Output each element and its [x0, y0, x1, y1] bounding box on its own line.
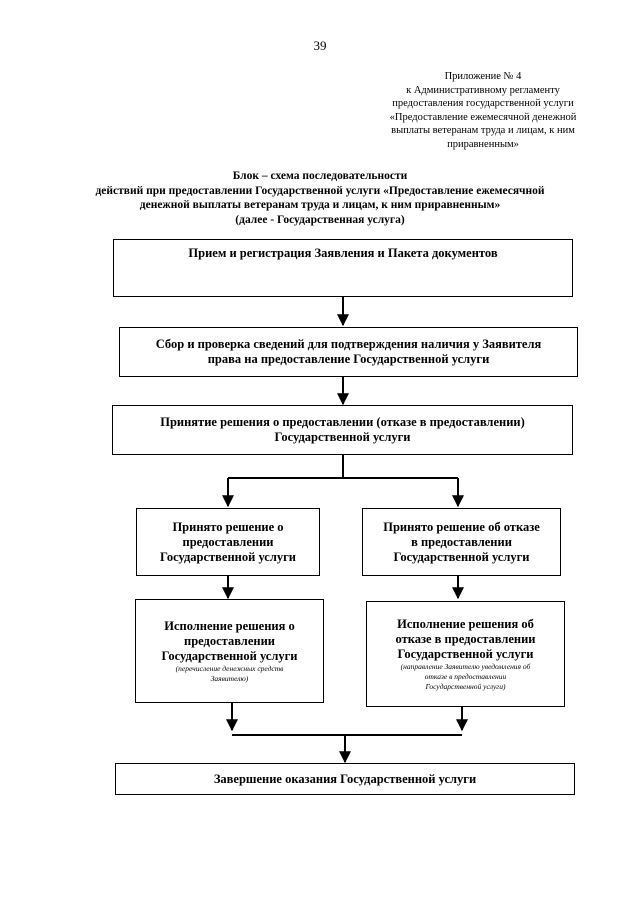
appendix-line: Приложение № 4 — [444, 71, 522, 82]
step-receive-application: Прием и регистрация Заявления и Пакета д… — [113, 239, 573, 297]
appendix-line: к Административному регламенту — [406, 84, 560, 96]
step-decision: Принятие решения о предоставлении (отказ… — [112, 405, 573, 455]
step-execute-refusal: Исполнение решения об отказе в предостав… — [366, 601, 565, 707]
appendix-line: «Предоставление ежемесячной денежной — [389, 111, 577, 123]
appendix-header: Приложение № 4 к Административному регла… — [368, 70, 598, 151]
step-refuse-decision: Принято решение об отказе в предоставлен… — [362, 508, 561, 576]
title-line: денежной выплаты ветеранам труда и лицам… — [139, 199, 501, 211]
page-number: 39 — [313, 38, 327, 53]
appendix-line: приравненным» — [447, 138, 519, 150]
refusal-note: Государственной услуги) — [425, 681, 506, 691]
title-line: Блок – схема последовательности — [232, 170, 408, 182]
step-complete-service: Завершение оказания Государственной услу… — [115, 763, 575, 795]
appendix-line: предоставления государственной услуги — [392, 98, 574, 109]
step-approve-decision: Принято решение о предоставлении Государ… — [136, 508, 320, 576]
step-execute-approval: Исполнение решения о предоставлении Госу… — [135, 599, 324, 703]
title-line: (далее - Государственная услуга) — [235, 213, 405, 226]
refusal-note: отказе в предоставлении — [424, 671, 507, 681]
title-line: действий при предоставлении Государствен… — [95, 184, 545, 197]
appendix-line: выплаты ветеранам труда и лицам, к ним — [391, 125, 575, 136]
refusal-note: (направление Заявителю уведомления об — [400, 661, 531, 671]
step-collect-verify: Сбор и проверка сведений для подтвержден… — [119, 327, 578, 377]
approval-note: (перечисление денежных средств — [175, 663, 284, 673]
approval-note: Заявителю) — [210, 673, 249, 683]
diagram-title: Блок – схема последовательности действий… — [80, 169, 560, 227]
